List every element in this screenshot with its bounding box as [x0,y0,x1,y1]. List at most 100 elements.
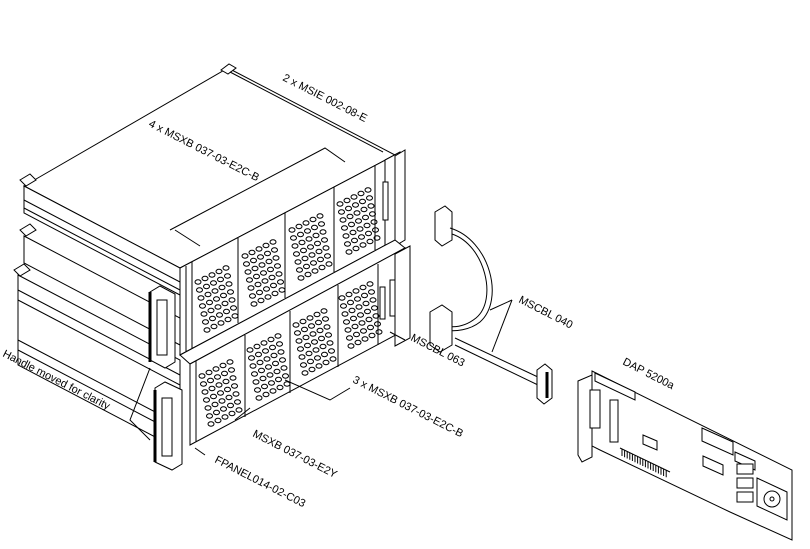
terminal-hole [277,279,284,285]
terminal-hole [345,291,353,298]
terminal-hole [300,362,307,368]
terminal-hole [264,250,271,257]
terminal-hole [359,242,367,248]
terminal-hole [207,421,215,427]
terminal-hole [259,375,267,382]
terminal-hole [319,343,327,350]
terminal-hole [367,203,375,209]
terminal-hole [200,381,207,387]
terminal-hole [366,281,374,287]
terminal-hole [320,308,328,314]
leader-lines [129,71,513,456]
terminal-hole [288,227,296,233]
terminal-hole [209,315,216,322]
terminal-hole [303,263,310,270]
terminal-hole [258,367,265,374]
terminal-hole [219,362,227,369]
terminal-hole [347,343,355,349]
terminal-hole [302,334,310,341]
terminal-hole [298,239,306,246]
terminal-hole [361,292,368,299]
terminal-hole [311,268,319,274]
terminal-hole [375,329,383,335]
terminal-hole [318,264,326,271]
terminal-hole [308,252,316,258]
terminal-hole [252,379,260,385]
terminal-hole [365,230,372,237]
terminal-hole [262,391,270,398]
terminal-hole [274,263,281,269]
terminal-hole [329,356,337,362]
terminal-hole [308,323,315,329]
terminal-hole [216,312,223,318]
terminal-hole [207,307,215,314]
terminal-hole [344,327,352,333]
terminal-hole [235,407,243,413]
terminal-hole [271,247,278,253]
terminal-hole [200,311,208,317]
terminal-hole [262,348,269,354]
terminal-hole [267,266,274,273]
terminal-hole [255,395,263,401]
dsub-connector-bottom [379,279,396,320]
terminal-hole [241,253,249,259]
dap-board [577,370,793,541]
terminal-hole [297,231,304,238]
terminal-hole [373,235,381,241]
terminal-hole [226,359,234,365]
terminal-hole [305,350,313,357]
terminal-hole [213,296,220,302]
terminal-hole [315,319,322,326]
terminal-hole [261,278,269,284]
terminal-hole [272,255,280,261]
terminal-hole [342,233,350,239]
terminal-hole [309,331,317,337]
terminal-hole [275,271,283,277]
cable-mscbl-040 [434,205,493,332]
terminal-hole [364,308,371,315]
terminal-hole [280,365,288,371]
terminal-hole [312,232,320,239]
terminal-hole [263,356,271,362]
terminal-hole [347,299,354,306]
terminal-hole [296,267,303,273]
label-dap-board: DAP 5200a [621,356,677,393]
terminal-hole [231,313,239,319]
terminal-hole [368,332,376,339]
terminal-hole [322,316,329,322]
terminal-hole [224,273,231,279]
cable-mscbl-063 [429,304,553,405]
terminal-hole [257,297,265,304]
terminal-hole [352,202,359,208]
terminal-hole [321,351,328,358]
terminal-hole [212,366,220,372]
terminal-hole [194,279,202,285]
terminal-hole [340,303,347,309]
terminal-hole [339,217,347,223]
terminal-hole [202,319,209,325]
terminal-hole [369,297,377,303]
terminal-hole [243,261,250,267]
terminal-hole [371,305,378,311]
terminal-hole [374,321,381,327]
label-msxb-e2y: MSXB 037-03-E2Y [251,428,340,481]
terminal-hole [207,377,214,384]
dsub-connector-top [382,181,389,221]
terminal-hole [349,229,357,236]
terminal-hole [205,369,213,376]
terminal-hole [270,352,278,359]
terminal-hole [322,245,330,251]
terminal-hole [203,327,211,333]
terminal-hole [210,280,217,286]
terminal-hole [250,301,258,307]
terminal-hole [283,381,291,387]
terminal-hole [276,341,283,347]
terminal-hole [301,370,309,376]
terminal-hole [361,336,369,342]
terminal-hole [309,216,317,223]
terminal-hole [355,304,363,310]
label-mscbl-040: MSCBL 040 [517,294,575,331]
terminal-hole [203,283,210,290]
terminal-hole [271,290,279,297]
terminal-hole [198,373,206,379]
